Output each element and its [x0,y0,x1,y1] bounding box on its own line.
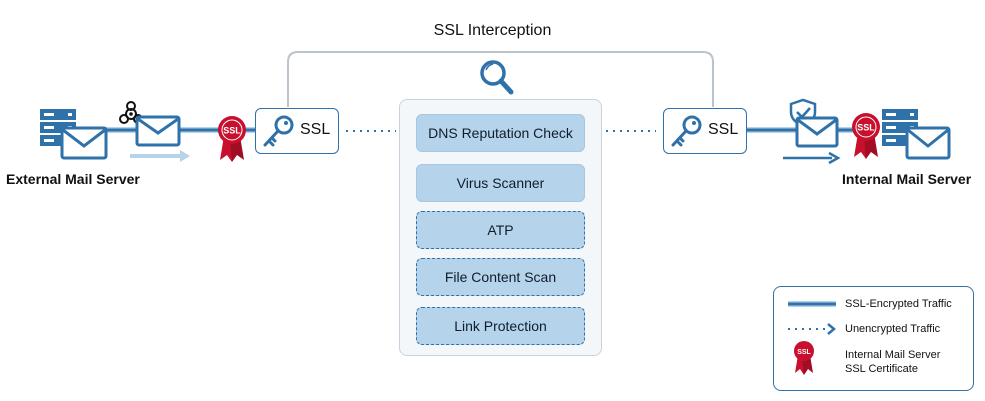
direction-arrow-right [783,151,841,165]
ssl-label-left: SSL [300,121,331,138]
clean-envelope-icon [795,116,839,148]
internal-envelope-icon [905,126,951,160]
ssl-label-right: SSL [708,121,739,138]
infected-envelope-icon [135,115,181,147]
legend-encrypted-swatch [788,301,836,307]
ssl-certificate-badge-right: SSL [852,113,880,159]
ssl-endpoint-right: SSL [663,108,747,154]
external-envelope-icon [60,126,108,160]
module-virus-scanner: Virus Scanner [416,164,585,202]
legend-unencrypted-swatch [788,323,836,335]
module-atp: ATP [416,211,585,249]
legend-badge-text: SSL [797,349,811,356]
key-icon [263,115,294,147]
direction-arrow-left [130,150,190,162]
legend-certificate-label-line2: SSL Certificate [845,363,918,375]
external-server-label: External Mail Server [6,171,140,187]
legend-certificate-badge: SSL [794,341,814,375]
internal-server-label: Internal Mail Server [842,171,972,187]
module-link-protection: Link Protection [416,307,585,345]
ssl-endpoint-left: SSL [255,108,339,154]
ssl-badge-text-right: SSL [857,123,875,133]
module-dns-reputation-check: DNS Reputation Check [416,114,585,152]
key-icon [671,115,702,147]
interception-bracket [287,51,714,107]
ssl-certificate-badge-left: SSL [218,116,246,162]
legend-certificate-label-line1: Internal Mail Server [845,349,941,361]
legend-unencrypted-label: Unencrypted Traffic [845,323,941,335]
module-file-content-scan: File Content Scan [416,258,585,296]
legend-swatches: SSL [788,301,836,375]
inspection-panel: DNS Reputation Check Virus Scanner ATP F… [399,99,602,356]
legend: SSL SSL-Encrypted Traffic Unencrypted Tr… [773,286,974,391]
legend-encrypted-label: SSL-Encrypted Traffic [845,298,952,310]
magnifier-icon [480,60,514,95]
diagram-title: SSL Interception [433,22,552,39]
ssl-badge-text-left: SSL [223,126,241,136]
